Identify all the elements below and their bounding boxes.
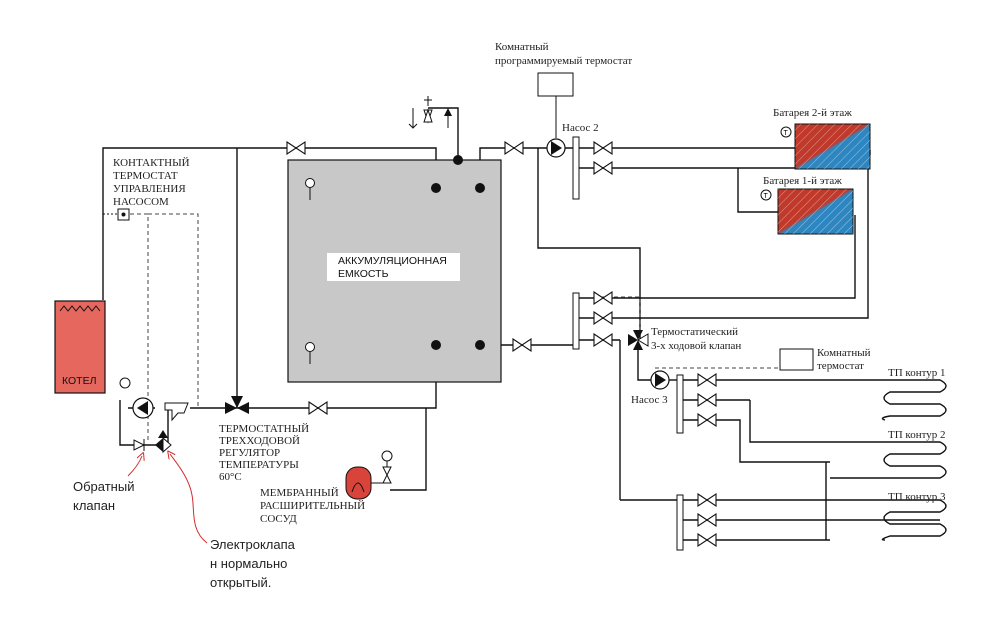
regulator-label-2: ТРЕХХОДОВОЙ — [219, 435, 300, 447]
regulator-label-1: ТЕРМОСТАТНЫЙ — [219, 423, 309, 435]
thermostat-box-icon — [779, 348, 814, 371]
room-prog-thermostat-label-1: Комнатный — [495, 41, 549, 53]
boiler-body — [54, 300, 106, 394]
solenoid-note-3: открытый. — [210, 575, 271, 590]
thermostatic-head-icon — [780, 126, 792, 138]
tank-port — [475, 183, 485, 193]
pump-3-label: Насос 3 — [631, 394, 668, 406]
floor-circuit-3-label: ТП контур 3 — [888, 491, 946, 503]
expansion-vessel: МЕМБРАННЫЙ РАСШИРИТЕЛЬНЫЙ СОСУД — [260, 450, 393, 525]
regulator-label-5: 60°C — [219, 471, 242, 483]
room-thermostat-label-2: термостат — [817, 360, 864, 372]
ball-valve-icon — [593, 290, 613, 306]
room-thermostat: Комнатный термостат — [779, 347, 871, 372]
tank-port — [431, 340, 441, 350]
manometer-icon — [381, 450, 393, 462]
pump-3: Насос 3 — [631, 370, 684, 551]
contact-thermostat-label-1: КОНТАКТНЫЙ — [113, 157, 190, 169]
contact-thermostat-label-4: НАСОСОМ — [113, 196, 169, 208]
annotations: Обратный клапан Электроклапа н нормально… — [73, 454, 296, 590]
three-way-valve-label-2: 3-х ходовой клапан — [651, 340, 741, 352]
ball-valve-icon — [593, 140, 613, 156]
boiler: КОТЕЛ — [54, 300, 106, 394]
solenoid-arrow — [170, 454, 208, 544]
room-thermostat-label-1: Комнатный — [817, 347, 871, 359]
contact-thermostat-label-3: УПРАВЛЕНИЯ — [113, 183, 186, 195]
expansion-label-1: МЕМБРАННЫЙ — [260, 487, 339, 499]
manifold — [572, 292, 580, 350]
boiler-circuit-devices — [119, 377, 189, 454]
thermostatic-head-icon — [760, 189, 772, 201]
regulator-label-4: ТЕМПЕРАТУРЫ — [219, 459, 299, 471]
thermometer-icon — [305, 342, 315, 352]
tank-port — [453, 155, 463, 165]
three-way-valve-label-1: Термостатический — [651, 326, 738, 338]
svg-text:T: T — [764, 193, 769, 200]
solenoid-valve-icon — [155, 438, 163, 452]
accumulation-tank: АККУМУЛЯЦИОННАЯ ЕМКОСТЬ — [287, 155, 502, 383]
check-valve-note-1: Обратный — [73, 479, 134, 494]
safety-valve-icon — [408, 96, 452, 129]
three-way-valve-icon — [225, 402, 237, 414]
regulator-label-3: РЕГУЛЯТОР — [219, 447, 280, 459]
pump-2-label: Насос 2 — [562, 122, 599, 134]
ball-valve-icon — [593, 332, 613, 348]
radiator-1-label: Батарея 1-й этаж — [763, 175, 842, 187]
manifold — [676, 374, 684, 434]
expansion-label-3: СОСУД — [260, 513, 297, 525]
solenoid-note-1: Электроклапа — [210, 537, 296, 552]
svg-text:T: T — [784, 130, 789, 137]
tank-label-2: ЕМКОСТЬ — [338, 268, 389, 280]
boiler-label: КОТЕЛ — [62, 375, 97, 387]
ball-valve-icon — [697, 512, 717, 528]
radiator-floor-1: Батарея 1-й этаж T — [760, 175, 854, 235]
manifold — [676, 494, 684, 551]
check-valve-arrow — [127, 456, 142, 477]
floor-circuit-1-label: ТП контур 1 — [888, 367, 946, 379]
thermometer-icon — [305, 178, 315, 188]
ball-valve-icon — [504, 140, 524, 156]
floor-loop-icon — [830, 441, 947, 479]
thermostatic-3way-valve: Термостатический 3-х ходовой клапан — [628, 326, 741, 352]
check-valve-note-2: клапан — [73, 498, 115, 513]
expansion-label-2: РАСШИРИТЕЛЬНЫЙ — [260, 500, 365, 512]
ball-valve-icon — [697, 372, 717, 388]
pump-2: Насос 2 — [546, 122, 599, 200]
solenoid-note-2: н нормально — [210, 556, 287, 571]
floor-circuit-2-label: ТП контур 2 — [888, 429, 946, 441]
valve-icon — [382, 466, 392, 477]
ball-valve-icon — [512, 337, 532, 353]
ball-valve-icon — [697, 392, 717, 408]
valves — [286, 140, 717, 548]
tank-port — [475, 340, 485, 350]
thermometer-icon — [119, 377, 131, 389]
ball-valve-icon — [286, 140, 306, 156]
ball-valve-icon — [697, 492, 717, 508]
check-valve-icon — [133, 439, 146, 451]
radiator-floor-2: Батарея 2-й этаж T — [773, 107, 871, 170]
ball-valve-icon — [697, 532, 717, 548]
three-way-valve-icon — [628, 334, 638, 346]
radiator-2-label: Батарея 2-й этаж — [773, 107, 852, 119]
contact-thermostat-label-2: ТЕРМОСТАТ — [113, 170, 178, 182]
flame-icon — [59, 305, 101, 312]
manifold — [572, 136, 580, 200]
filter-icon — [164, 402, 189, 422]
tank-label-1: АККУМУЛЯЦИОННАЯ — [338, 255, 447, 267]
ball-valve-icon — [593, 160, 613, 176]
three-way-regulator: ТЕРМОСТАТНЫЙ ТРЕХХОДОВОЙ РЕГУЛЯТОР ТЕМПЕ… — [219, 396, 309, 483]
contact-thermostat: КОНТАКТНЫЙ ТЕРМОСТАТ УПРАВЛЕНИЯ НАСОСОМ — [103, 157, 190, 221]
ball-valve-icon — [593, 310, 613, 326]
floor-loop-icon — [881, 379, 947, 421]
room-programmable-thermostat: Комнатный программируемый термостат — [495, 41, 632, 138]
ball-valve-icon — [308, 400, 328, 416]
ball-valve-icon — [697, 412, 717, 428]
room-prog-thermostat-label-2: программируемый термостат — [495, 55, 632, 67]
floor-loop-icon — [881, 499, 947, 541]
tank-label-bg — [327, 253, 460, 281]
tank-port — [431, 183, 441, 193]
floor-circuits: ТП контур 1 ТП контур 2 ТП контур 3 — [830, 367, 947, 541]
thermostat-box-icon — [537, 72, 574, 97]
